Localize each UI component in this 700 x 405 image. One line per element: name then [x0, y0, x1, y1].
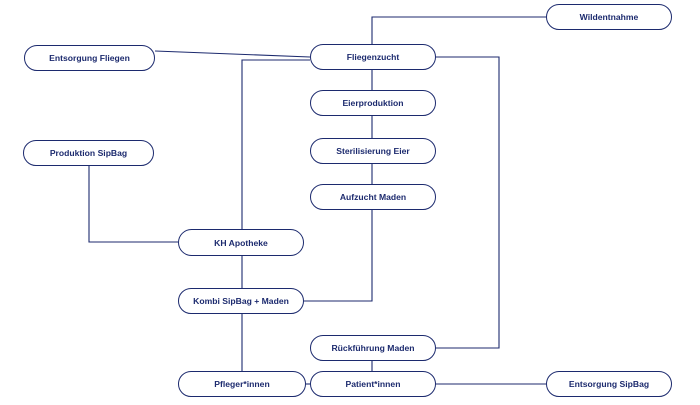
node-wildentnahme: Wildentnahme	[546, 4, 672, 30]
node-fliegenzucht: Fliegenzucht	[310, 44, 436, 70]
node-pfleger-innen: Pfleger*innen	[178, 371, 306, 397]
edge-fliegenzucht-kh-apotheke	[241, 59, 310, 229]
node-eierproduktion: Eierproduktion	[310, 90, 436, 116]
node-aufzucht-maden: Aufzucht Maden	[310, 184, 436, 210]
node-entsorgung-sipbag: Entsorgung SipBag	[546, 371, 672, 397]
edge-aufzucht-kombi	[304, 210, 373, 302]
node-entsorgung-fliegen: Entsorgung Fliegen	[24, 45, 155, 71]
node-sterilisierung-eier: Sterilisierung Eier	[310, 138, 436, 164]
node-rueckfuehrung-maden: Rückführung Maden	[310, 335, 436, 361]
node-kh-apotheke: KH Apotheke	[178, 229, 304, 256]
node-produktion-sipbag: Produktion SipBag	[23, 140, 154, 166]
edge-produktion-sipbag-kh-apotheke	[88, 166, 178, 243]
edge-wildentnahme-fliegenzucht	[371, 16, 546, 44]
edge-fliegenzucht-rueckfuehrung	[436, 56, 500, 349]
node-kombi-sipbag-maden: Kombi SipBag + Maden	[178, 288, 304, 314]
node-patient-innen: Patient*innen	[310, 371, 436, 397]
edge-entsorgung-fliegen-fliegenzucht	[154, 50, 311, 58]
